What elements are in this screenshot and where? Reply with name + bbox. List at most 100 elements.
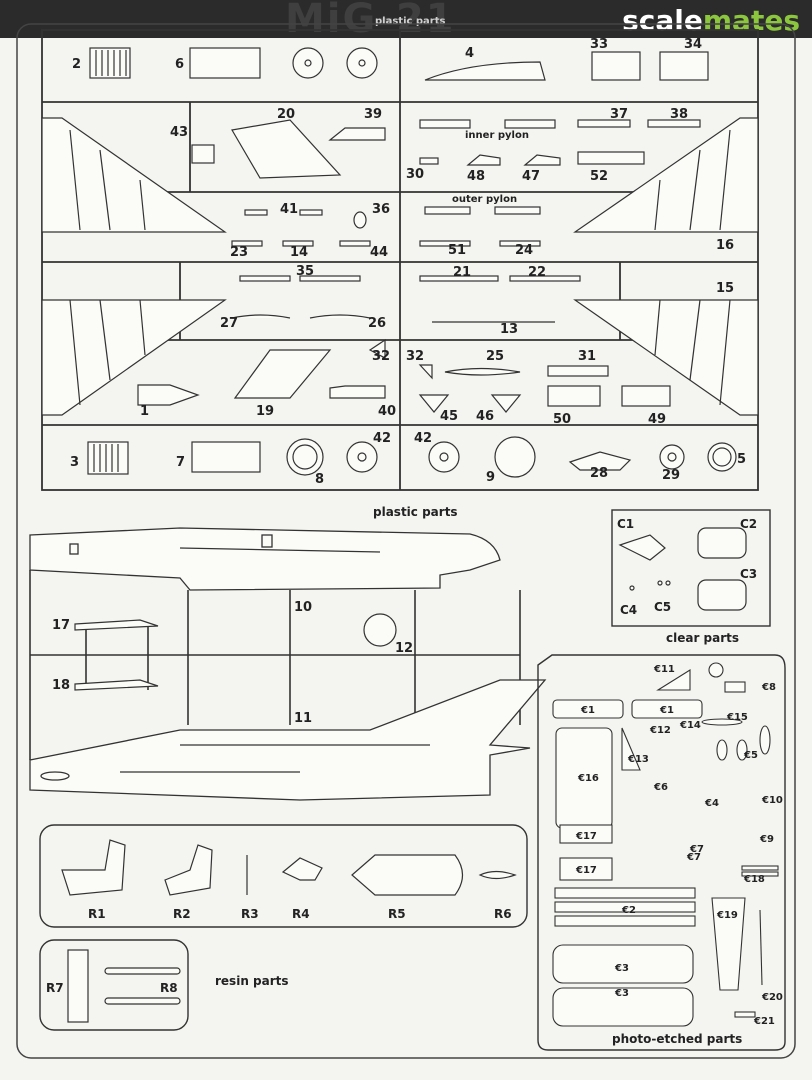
part-25 — [444, 367, 521, 376]
part-32a — [368, 338, 386, 359]
label-c4: C4 — [620, 603, 637, 617]
sprue-a-labels: 2 6 4 33 34 20 39 37 38 43 inner pylon 3… — [70, 37, 746, 487]
photo-etched-fret: €11 €8 €1 €1 €12 €14 €15 €13 €5 €16 €6 €… — [537, 654, 786, 1051]
part-33 — [591, 51, 641, 81]
label-inner-pylon: inner pylon — [465, 130, 529, 141]
part-e19 — [711, 897, 746, 991]
label-e15: €15 — [726, 712, 748, 723]
label-22: 22 — [528, 265, 546, 280]
label-e9: €9 — [759, 834, 774, 845]
watermark-logo: scalemates — [622, 4, 800, 37]
part-26 — [309, 314, 371, 319]
label-35: 35 — [296, 264, 314, 279]
label-r6: R6 — [494, 907, 512, 921]
kit-title: MiG-21 — [285, 0, 456, 42]
sprue-a-parts — [87, 47, 737, 478]
part-e3a — [552, 944, 694, 984]
label-28: 28 — [590, 466, 608, 481]
label-r3: R3 — [241, 907, 259, 921]
part-r8a — [104, 967, 181, 975]
label-r5: R5 — [388, 907, 406, 921]
part-7 — [191, 441, 261, 473]
label-47: 47 — [522, 169, 540, 184]
part-e21 — [734, 1011, 756, 1018]
label-e1b: €1 — [659, 705, 674, 716]
label-e2: €2 — [621, 905, 636, 916]
label-6: 6 — [175, 57, 184, 72]
label-r1: R1 — [88, 907, 106, 921]
part-outer-pylon-b — [494, 206, 541, 215]
label-c2: C2 — [740, 517, 757, 531]
label-34: 34 — [684, 37, 702, 52]
wing-right-upper — [573, 117, 759, 233]
resin-parts-caption: resin parts — [215, 974, 289, 988]
label-42b: 42 — [414, 431, 432, 446]
label-r7: R7 — [46, 981, 64, 995]
wing-left-upper — [41, 117, 227, 233]
label-outer-pylon: outer pylon — [452, 194, 517, 205]
fuselage-lower — [29, 679, 547, 801]
part-c2 — [697, 527, 747, 559]
label-43: 43 — [170, 125, 188, 140]
part-c5 — [665, 580, 671, 586]
label-36: 36 — [372, 202, 390, 217]
part-30 — [419, 157, 439, 165]
part-45 — [418, 394, 450, 413]
part-32b — [418, 364, 433, 380]
label-48: 48 — [467, 169, 485, 184]
part-e15 — [701, 718, 743, 726]
label-e1a: €1 — [580, 705, 595, 716]
label-e7a: €7 — [686, 852, 701, 863]
part-outer-pylon-a — [424, 206, 471, 215]
part-52 — [577, 151, 645, 165]
part-27 — [231, 314, 291, 319]
part-e3b — [552, 987, 694, 1027]
part-e17a — [559, 824, 613, 844]
label-c5: C5 — [654, 600, 671, 614]
wing-left-lower — [41, 299, 227, 416]
label-27: 27 — [220, 316, 238, 331]
part-c1 — [618, 534, 666, 561]
part-43 — [191, 144, 215, 164]
label-13: 13 — [500, 322, 518, 337]
top-caption: plastic parts — [375, 16, 446, 27]
part-40 — [329, 385, 386, 399]
label-5: 5 — [737, 452, 746, 467]
label-r2: R2 — [173, 907, 191, 921]
label-e16: €16 — [577, 773, 599, 784]
label-26: 26 — [368, 316, 386, 331]
part-6 — [189, 47, 261, 79]
part-23 — [231, 240, 263, 247]
label-51: 51 — [448, 243, 466, 258]
label-24: 24 — [515, 243, 533, 258]
label-46: 46 — [476, 409, 494, 424]
part-51 — [419, 240, 471, 247]
part-34 — [659, 51, 709, 81]
label-31: 31 — [578, 349, 596, 364]
part-22 — [509, 275, 581, 282]
label-e3b: €3 — [614, 988, 629, 999]
label-e17b: €17 — [575, 865, 597, 876]
part-2-grille — [89, 47, 131, 79]
fuselage-upper — [29, 527, 501, 591]
label-30: 30 — [406, 167, 424, 182]
part-e17b — [559, 857, 613, 881]
resin-box-small: R7 R8 — [39, 939, 189, 1031]
part-inner-pylon-b — [504, 119, 556, 129]
sprue-b-labels: 17 18 10 11 12 — [52, 600, 413, 726]
part-r1 — [61, 839, 126, 896]
page-frame — [16, 23, 796, 1059]
part-19 — [233, 349, 332, 399]
part-9 — [494, 436, 536, 478]
label-11: 11 — [294, 711, 312, 726]
label-e5: €5 — [743, 750, 758, 761]
label-e8: €8 — [761, 682, 776, 693]
part-39 — [328, 127, 386, 141]
part-44 — [339, 240, 371, 247]
label-50: 50 — [553, 412, 571, 427]
label-7: 7 — [176, 455, 185, 470]
label-29: 29 — [662, 468, 680, 483]
label-c3: C3 — [740, 567, 757, 581]
part-e1b — [631, 699, 703, 719]
label-33: 33 — [590, 37, 608, 52]
